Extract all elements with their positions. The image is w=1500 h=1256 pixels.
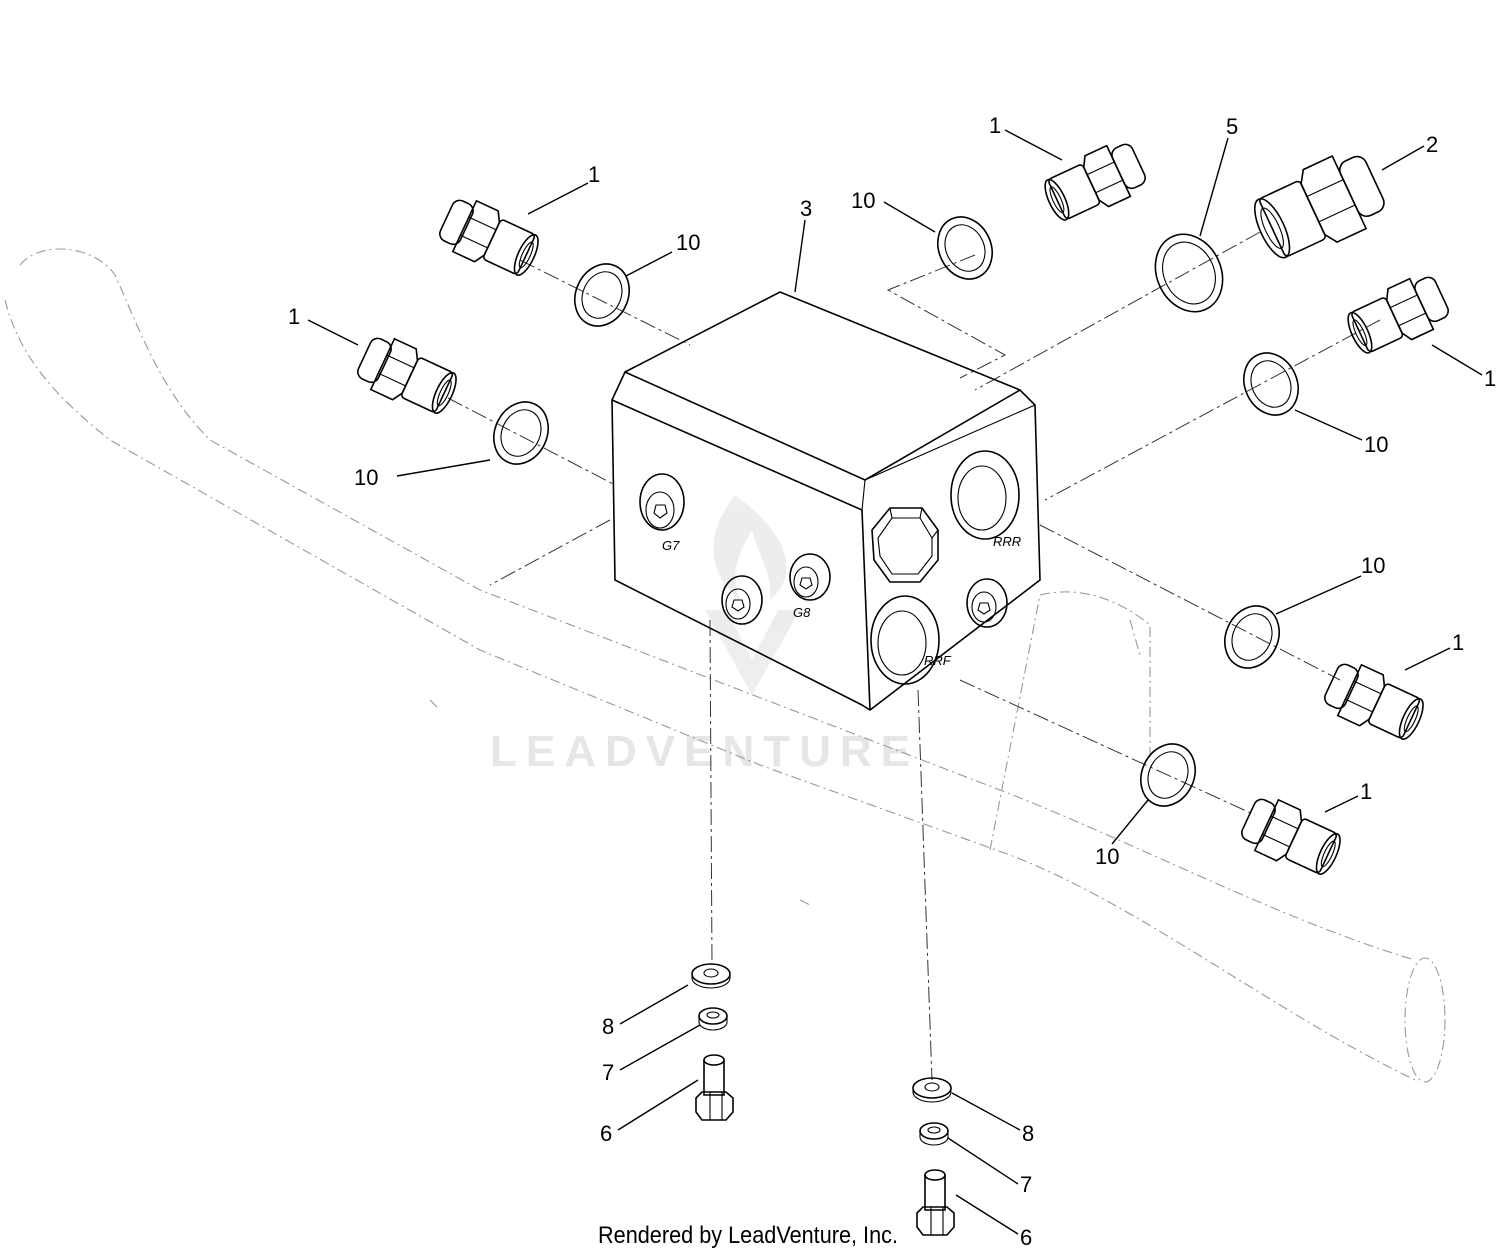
- callout-1: 1: [1360, 779, 1372, 804]
- callout-8: 8: [602, 1014, 614, 1039]
- fitting-right-lower: [1241, 798, 1341, 875]
- port-label-g7: G7: [662, 538, 680, 553]
- port-label-g8: G8: [793, 605, 811, 620]
- hardware-stack-left: [691, 963, 734, 1121]
- flat-washer-left: [691, 963, 731, 989]
- callout-2: 2: [1426, 132, 1438, 157]
- oring-right-lower: [1140, 743, 1196, 807]
- bolt-left: [695, 1054, 734, 1121]
- callout-10: 10: [1361, 553, 1385, 578]
- render-credit: Rendered by LeadVenture, Inc.: [598, 1222, 898, 1249]
- callout-10: 10: [676, 230, 700, 255]
- callout-1: 1: [588, 162, 600, 187]
- manifold-block: G7 G8 RRR RRF: [611, 291, 1041, 711]
- watermark-text: LEADVENTURE: [490, 727, 919, 776]
- port-rrf: [870, 595, 940, 685]
- fitting-upper-left: [439, 199, 539, 276]
- callout-1: 1: [989, 113, 1001, 138]
- oring-right-upper: [1243, 352, 1299, 416]
- seal-large: [1154, 233, 1224, 313]
- oring-upper-left: [574, 263, 630, 327]
- callout-10: 10: [1095, 844, 1119, 869]
- watermark-logo: [705, 495, 800, 695]
- callout-10: 10: [1364, 432, 1388, 457]
- fitting-right-middle: [1324, 663, 1424, 740]
- callout-1: 1: [1484, 366, 1496, 391]
- port-plug-right: [966, 578, 1008, 628]
- callout-8: 8: [1022, 1121, 1034, 1146]
- assembly-center-lines: [447, 231, 1381, 1081]
- callout-6: 6: [1020, 1225, 1032, 1250]
- callout-10: 10: [851, 188, 875, 213]
- callout-3: 3: [800, 196, 812, 221]
- callout-7: 7: [602, 1060, 614, 1085]
- port-label-rrf: RRF: [924, 653, 952, 668]
- callout-labels: 1 10 1 10 3 1 10 5 2 1 10 10 1 1 10 8 7 …: [288, 113, 1496, 1250]
- fitting-top-center: [1044, 143, 1146, 221]
- flat-washer-right: [912, 1077, 952, 1103]
- port-plug-g7: [639, 473, 685, 531]
- hardware-stack-right: [912, 1077, 955, 1236]
- callout-7: 7: [1020, 1172, 1032, 1197]
- fitting-right-upper: [1347, 276, 1449, 354]
- oring-middle-left: [493, 401, 549, 465]
- leader-lines: [307, 129, 1483, 1235]
- lock-washer-left: [698, 1007, 728, 1031]
- fitting-middle-left: [357, 337, 457, 414]
- port-rrr: [950, 450, 1020, 540]
- callout-1: 1: [1452, 630, 1464, 655]
- port-label-rrr: RRR: [993, 534, 1021, 549]
- oring-top-center: [937, 216, 993, 280]
- lock-washer-right: [919, 1122, 949, 1146]
- port-plug-lower: [721, 575, 763, 625]
- fitting-large: [1253, 155, 1385, 259]
- bolt-right: [916, 1169, 955, 1236]
- port-plug-g8: [789, 553, 831, 601]
- frame-tube-ghost: [4, 248, 1446, 1083]
- callout-1: 1: [288, 304, 300, 329]
- oring-right-middle: [1224, 605, 1280, 669]
- hex-plug: [871, 507, 939, 583]
- callout-5: 5: [1226, 114, 1238, 139]
- callout-6: 6: [600, 1121, 612, 1146]
- callout-10: 10: [354, 465, 378, 490]
